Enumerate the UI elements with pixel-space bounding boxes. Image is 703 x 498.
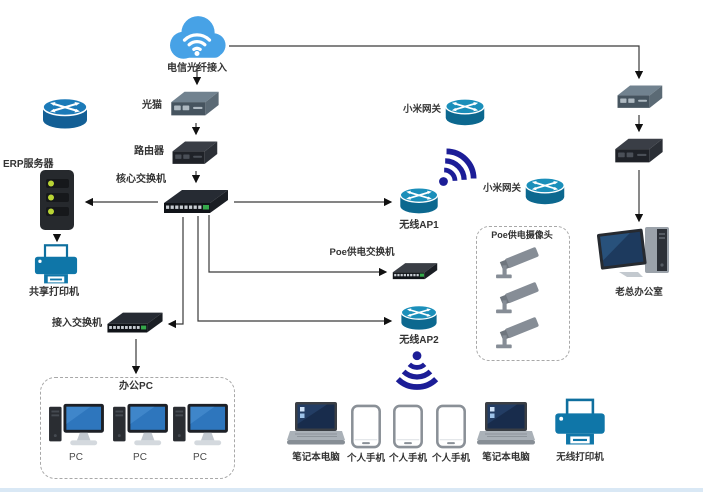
xiaomi-gateway-1-label: 小米网关 (402, 104, 441, 115)
xiaomi-gateway-2-label: 小米网关 (482, 183, 521, 194)
poe-camera-1 (493, 246, 547, 281)
wireless-ap1 (396, 184, 442, 218)
optical-modem-label: 光猫 (142, 100, 162, 111)
standalone-router (38, 94, 92, 134)
boss-desktop (597, 225, 675, 283)
boss-office-label: 老总办公室 (615, 287, 663, 298)
router-cylinder-icon (396, 184, 442, 218)
pc-icon (170, 399, 230, 451)
laptop-right-label: 笔记本电脑 (482, 452, 530, 463)
internet-label: 电信光纤接入 (167, 63, 227, 74)
wireless-ap2 (396, 302, 442, 334)
right-modem (610, 81, 668, 115)
router-cylinder-icon (441, 95, 489, 130)
desktop-computer-icon (597, 225, 675, 283)
printer-icon (551, 397, 609, 449)
core-switch-label: 核心交换机 (116, 174, 166, 185)
phone-icon (392, 404, 424, 449)
shared-printer (31, 243, 81, 287)
cloud-wifi-icon (163, 12, 231, 66)
printer-icon (31, 243, 81, 287)
connector-cloud-right-modem (229, 45, 644, 80)
connector-coreswitch-poeswitch (208, 215, 388, 277)
xiaomi-gateway-1 (441, 95, 489, 130)
wireless-printer (551, 397, 609, 449)
wireless-ap2-label: 无线AP2 (399, 335, 439, 346)
right-router (609, 134, 667, 170)
office-pc-group-label: 办公PC (119, 381, 153, 392)
pc-label-2: PC (133, 452, 147, 463)
office-pc-3 (170, 399, 230, 451)
office-pc-1 (46, 399, 106, 451)
office-pc-group (40, 377, 235, 479)
phone-icon (435, 404, 467, 449)
switch-icon (390, 255, 440, 288)
phone-2-label: 个人手机 (388, 453, 427, 464)
ap2-signal (392, 349, 442, 395)
poe-camera-3 (493, 316, 547, 351)
phone-icon (350, 404, 382, 449)
access-switch-label: 接入交换机 (52, 318, 102, 329)
router-cylinder-icon (38, 94, 92, 134)
pc-label-1: PC (69, 452, 83, 463)
xiaomi-gateway-2 (521, 174, 569, 209)
modem-icon (610, 81, 668, 115)
wireless-printer-label: 无线打印机 (556, 452, 604, 463)
phone-1-label: 个人手机 (346, 453, 385, 464)
switch-icon (158, 185, 234, 219)
router-label: 路由器 (134, 146, 164, 157)
laptop-icon (287, 400, 345, 448)
core-switch (158, 185, 234, 219)
office-pc-2 (110, 399, 170, 451)
main-router (164, 137, 224, 171)
phone-3-label: 个人手机 (431, 453, 470, 464)
modem-icon (164, 87, 224, 123)
erp-server-label: ERP服务器 (3, 159, 54, 170)
poe-camera-group-label: Poe供电摄像头 (491, 230, 553, 240)
cctv-camera-icon (493, 246, 547, 281)
router-cylinder-icon (521, 174, 569, 209)
access-switch (104, 307, 166, 339)
switch-icon (104, 307, 166, 339)
phone-3 (435, 404, 467, 449)
erp-server (36, 168, 78, 234)
wifi-signal-icon (392, 349, 442, 395)
pc-icon (46, 399, 106, 451)
internet-cloud (163, 12, 231, 66)
bottom-divider (0, 488, 703, 492)
shared-printer-label: 共享打印机 (29, 287, 79, 298)
laptop-right (477, 400, 535, 448)
poe-camera-2 (493, 281, 547, 316)
laptop-left (287, 400, 345, 448)
router-box-icon (609, 134, 667, 170)
cctv-camera-icon (493, 281, 547, 316)
laptop-icon (477, 400, 535, 448)
pc-icon (110, 399, 170, 451)
phone-1 (350, 404, 382, 449)
optical-modem (164, 87, 224, 123)
router-box-icon (164, 137, 224, 171)
poe-camera-group (476, 226, 570, 361)
phone-2 (392, 404, 424, 449)
pc-label-3: PC (193, 452, 207, 463)
connector-coreswitch-ap2 (197, 216, 393, 326)
connector-coreswitch-accessswitch (167, 217, 184, 329)
wireless-ap1-label: 无线AP1 (399, 220, 439, 231)
poe-switch (390, 255, 440, 288)
server-icon (36, 168, 78, 234)
poe-switch-label: Poe供电交换机 (329, 247, 395, 258)
cctv-camera-icon (493, 316, 547, 351)
laptop-left-label: 笔记本电脑 (292, 452, 340, 463)
router-cylinder-icon (396, 302, 442, 334)
